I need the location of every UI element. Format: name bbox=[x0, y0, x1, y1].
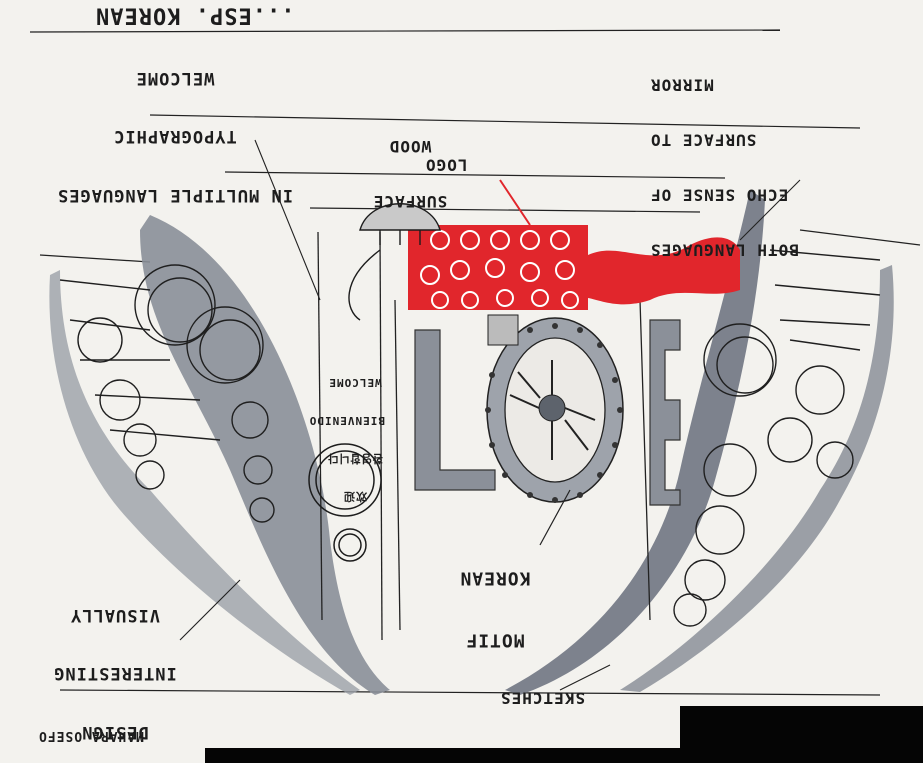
note-mirror-line-4: BOTH LANGUAGES bbox=[650, 240, 905, 258]
note-korean-motif-line-2: MOTIF bbox=[430, 628, 560, 649]
note-korean-motif-line-1: KOREAN bbox=[430, 566, 560, 587]
note-mirror-line-2: SURFACE TO bbox=[650, 130, 905, 148]
note-visually-line-1: VISUALLY bbox=[20, 604, 210, 624]
note-wood-surface-line-2: SURFACE bbox=[340, 192, 480, 210]
korean-motif-emblem bbox=[485, 315, 623, 545]
note-welcome-typographic-line-1: WELCOME bbox=[25, 67, 325, 87]
note-welcome-sign-line-2: BIENVENIDO bbox=[325, 413, 385, 426]
note-welcome-sign-line-1: WELCOME bbox=[325, 375, 385, 388]
note-welcome-typographic: IN MULTIPLE LANGUAGES TYPOGRAPHIC WELCOM… bbox=[25, 28, 325, 243]
note-logo: LOGO bbox=[425, 155, 468, 173]
note-signature: MAHARA OSEFO bbox=[38, 727, 144, 742]
note-wood-surface-line-1: WOOD bbox=[340, 137, 480, 155]
note-visually-line-2: INTERESTING bbox=[20, 663, 210, 683]
note-mirror-surface: BOTH LANGUAGES ECHO SENSE OF SURFACE TO … bbox=[650, 38, 905, 295]
note-esp-korean: ...ESP. KOREAN bbox=[95, 2, 294, 27]
note-welcome-typographic-line-3: IN MULTIPLE LANGUAGES bbox=[25, 184, 325, 204]
note-welcome-sign: 欢迎 환영합니다 BIENVENIDO WELCOME bbox=[325, 350, 385, 527]
note-korean-motif: MOTIF KOREAN bbox=[430, 525, 560, 691]
note-welcome-sign-line-3: 환영합니다 bbox=[325, 451, 385, 464]
corner-black-block bbox=[680, 706, 923, 763]
note-mirror-line-3: ECHO SENSE OF bbox=[650, 185, 905, 203]
note-mirror-line-1: MIRROR bbox=[650, 75, 905, 93]
note-welcome-typographic-line-2: TYPOGRAPHIC bbox=[25, 126, 325, 146]
note-welcome-sign-line-4: 欢迎 bbox=[325, 489, 385, 502]
note-sketches: SKETCHES bbox=[500, 688, 585, 706]
